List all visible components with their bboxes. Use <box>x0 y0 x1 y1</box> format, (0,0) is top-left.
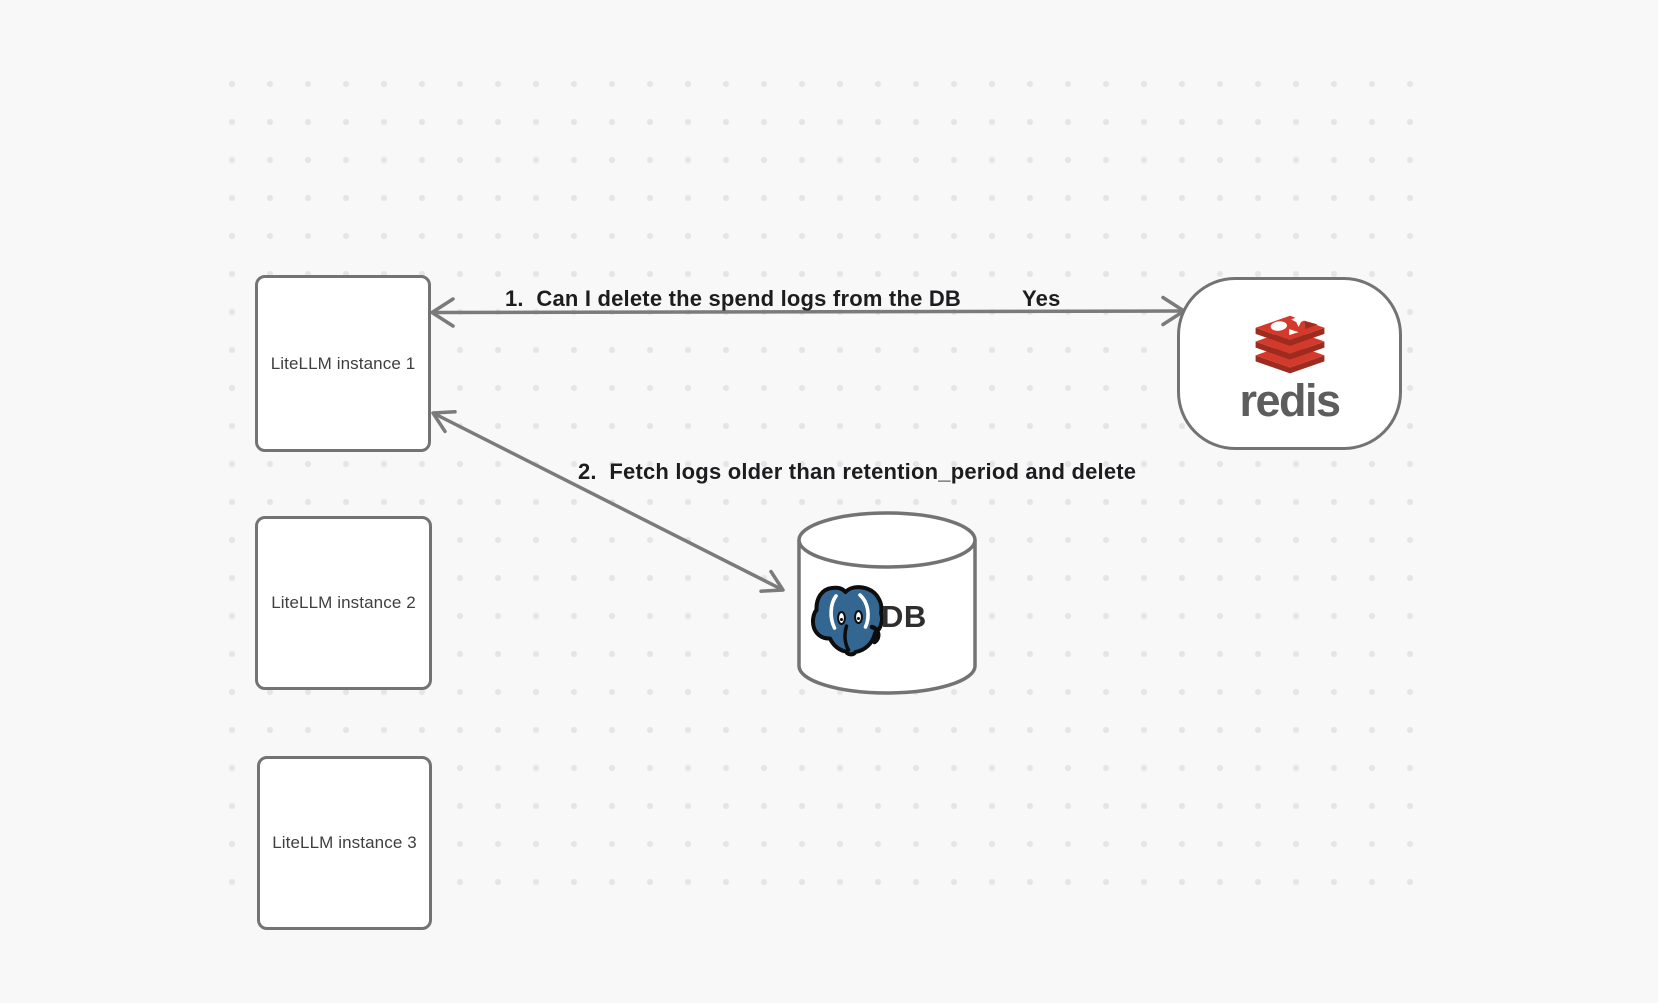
node-litellm-instance-1: LiteLLM instance 1 <box>255 275 431 452</box>
db-label: DB <box>881 599 927 634</box>
node-litellm-instance-3: LiteLLM instance 3 <box>257 756 432 930</box>
edge-instance1-db <box>431 410 785 593</box>
redis-wordmark: redis <box>1239 375 1341 426</box>
database-cylinder-shape <box>797 511 977 695</box>
redis-cube-stack-icon <box>1255 312 1324 374</box>
node-redis: redis <box>1177 277 1402 450</box>
node-label: LiteLLM instance 3 <box>272 833 417 852</box>
node-label: LiteLLM instance 2 <box>271 593 416 612</box>
edge2-label: 2. Fetch logs older than retention_perio… <box>578 459 1137 484</box>
edge1-label: 1. Can I delete the spend logs from the … <box>505 286 962 311</box>
postgres-elephant-icon <box>810 585 884 657</box>
edge1-response-label: Yes <box>1022 286 1061 311</box>
node-label: LiteLLM instance 1 <box>270 353 416 373</box>
node-litellm-instance-2: LiteLLM instance 2 <box>255 516 432 690</box>
